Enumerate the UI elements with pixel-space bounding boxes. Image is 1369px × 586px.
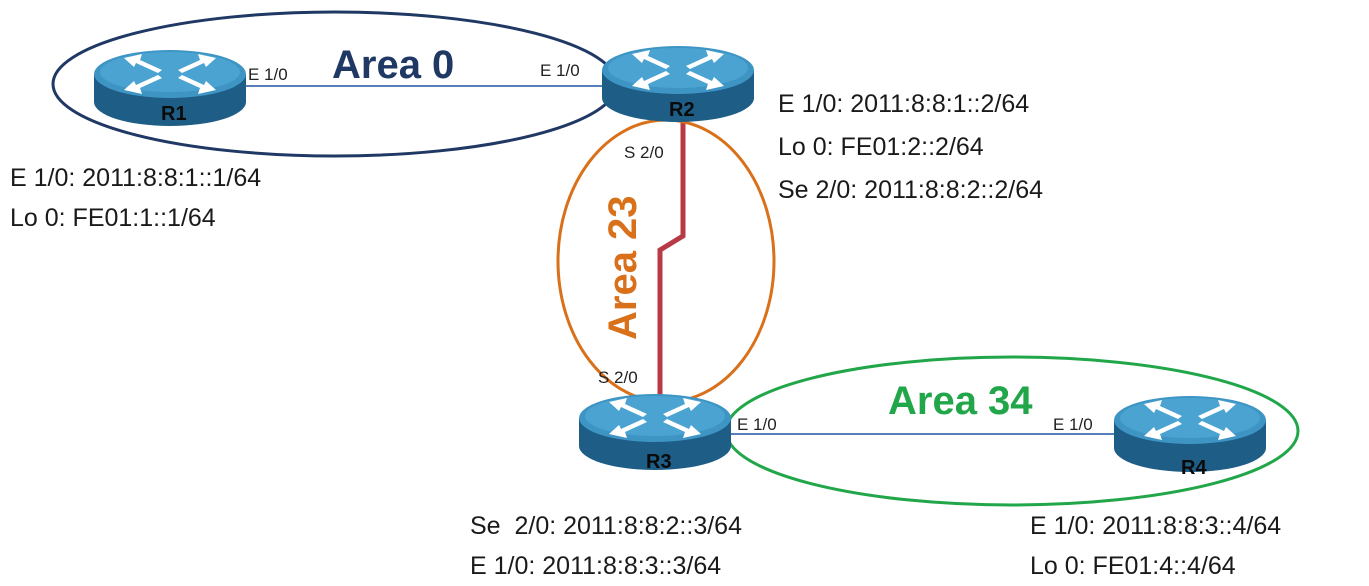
r4-e10-label: E 1/0 bbox=[1053, 415, 1093, 434]
r3-address-se20: Se 2/0: 2011:8:8:2::3/64 bbox=[470, 512, 742, 540]
r1-address-lo0: Lo 0: FE01:1::1/64 bbox=[10, 204, 216, 232]
area0-label: Area 0 bbox=[332, 43, 454, 87]
r2-address-lo0: Lo 0: FE01:2::2/64 bbox=[778, 133, 984, 161]
router-r3-name: R3 bbox=[646, 451, 672, 473]
area23-boundary bbox=[556, 118, 776, 404]
r2-s20-label: S 2/0 bbox=[624, 143, 664, 162]
router-r2-name: R2 bbox=[669, 99, 695, 121]
router-r2: R2 bbox=[602, 46, 754, 122]
r2-address-se20: Se 2/0: 2011:8:8:2::2/64 bbox=[778, 176, 1043, 204]
r3-e10-label: E 1/0 bbox=[737, 415, 777, 434]
r2-r3-serial-link bbox=[657, 118, 686, 396]
r1-address-e10: E 1/0: 2011:8:8:1::1/64 bbox=[10, 164, 261, 192]
router-r4-name: R4 bbox=[1181, 457, 1207, 479]
router-r1: R1 bbox=[94, 50, 246, 126]
area23-label: Area 23 bbox=[601, 195, 645, 340]
router-r1-name: R1 bbox=[161, 103, 187, 125]
r4-address-lo0: Lo 0: FE01:4::4/64 bbox=[1030, 552, 1236, 580]
router-r3: R3 bbox=[579, 394, 731, 473]
r1-e10-label: E 1/0 bbox=[248, 65, 288, 84]
r3-s20-label: S 2/0 bbox=[598, 368, 638, 387]
r3-address-e10: E 1/0: 2011:8:8:3::3/64 bbox=[470, 552, 721, 580]
r2-e10-label: E 1/0 bbox=[540, 61, 580, 80]
r4-address-e10: E 1/0: 2011:8:8:3::4/64 bbox=[1030, 512, 1281, 540]
r2-address-e10: E 1/0: 2011:8:8:1::2/64 bbox=[778, 90, 1029, 118]
area34-label: Area 34 bbox=[888, 379, 1033, 423]
router-r4: R4 bbox=[1114, 396, 1266, 479]
